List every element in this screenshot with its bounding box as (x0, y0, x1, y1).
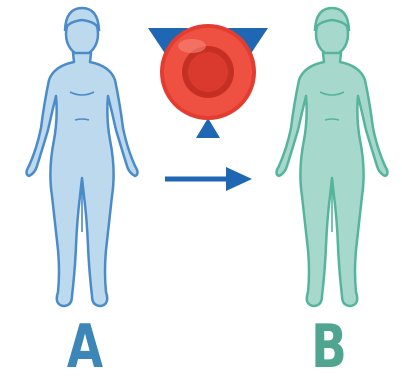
recipient-figure (277, 8, 388, 306)
person-icon (27, 8, 138, 306)
person-icon (277, 8, 388, 306)
donor-label: A (58, 316, 113, 378)
recipient-label: B (302, 316, 357, 378)
blood-type-marker (148, 24, 268, 138)
triangle-icon (196, 118, 220, 138)
donor-figure (27, 8, 138, 306)
transfer-arrow (165, 167, 252, 191)
